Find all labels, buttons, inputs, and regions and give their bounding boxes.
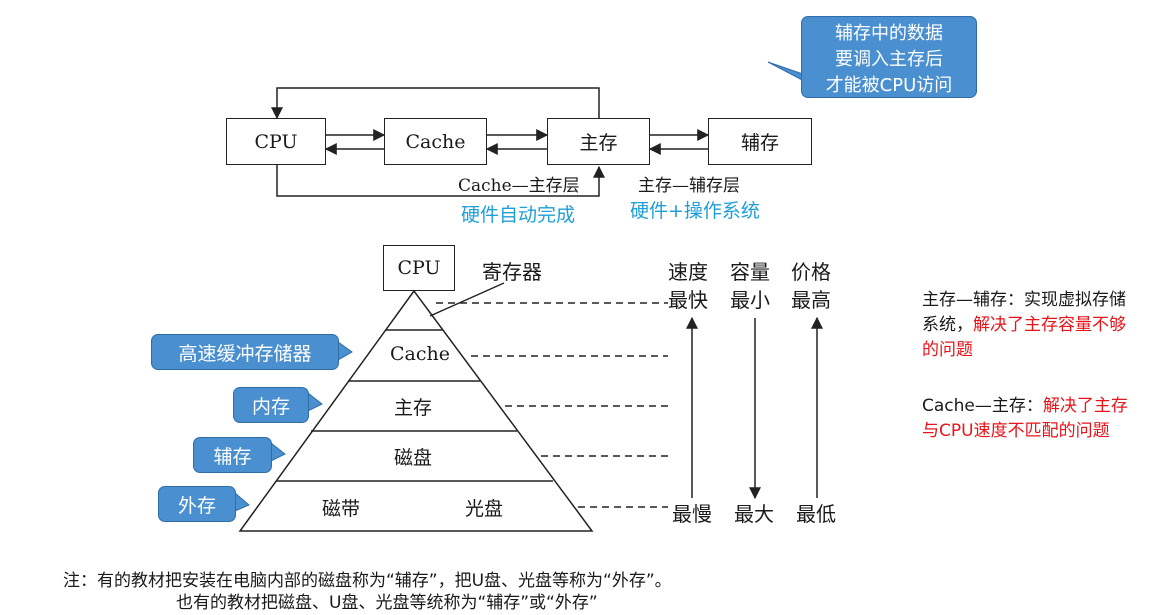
callout-line-3: 才能被CPU访问 — [825, 75, 953, 96]
capacity-header: 容量 最小 — [730, 258, 770, 314]
side-note-1-prefix: 主存—辅存：实现虚拟存储系统， — [922, 290, 1126, 335]
capacity-footer: 最大 — [734, 502, 774, 526]
pyramid-outline — [238, 289, 594, 532]
callout-tail-aux — [270, 441, 286, 462]
capacity-head-2: 最小 — [730, 288, 770, 312]
price-header: 价格 最高 — [791, 258, 831, 314]
callout-line-2: 要调入主存后 — [834, 49, 943, 70]
side-note-main-aux: 主存—辅存：实现虚拟存储系统，解决了主存容量不够的问题 — [922, 288, 1137, 363]
callout-aux-to-main: 辅存中的数据 要调入主存后 才能被CPU访问 — [801, 16, 977, 98]
register-pointer — [429, 282, 505, 317]
label-cache-main-layer: Cache—主存层 — [458, 176, 580, 196]
pyramid-cpu-box: CPU — [383, 245, 455, 291]
price-head-2: 最高 — [791, 288, 831, 312]
speed-footer: 最慢 — [672, 502, 712, 526]
label-main-aux-layer: 主存—辅存层 — [638, 176, 740, 196]
label-hardware-auto: 硬件自动完成 — [461, 204, 576, 226]
layer-cache: Cache — [390, 343, 450, 365]
layer-disk: 磁盘 — [394, 447, 433, 469]
callout-cache-memory: 高速缓冲存储器 — [151, 334, 339, 370]
speed-header: 速度 最快 — [668, 258, 708, 314]
arrow-main-to-cpu-top — [271, 87, 600, 120]
top-box-aux: 辅存 — [708, 118, 812, 165]
callout-internal-memory: 内存 — [233, 387, 309, 423]
footnote-line-2: 也有的教材把磁盘、U盘、光盘等统称为“辅存”或“外存” — [176, 593, 598, 613]
price-head-1: 价格 — [791, 260, 831, 284]
capacity-head-1: 容量 — [730, 260, 770, 284]
side-note-1-highlight: 解决了主存容量不够的问题 — [922, 315, 1126, 360]
label-register: 寄存器 — [482, 260, 542, 284]
arrow-cpu-to-main-bottom — [276, 165, 605, 197]
layer-tape: 磁带 — [322, 498, 361, 520]
footnote-line-1: 注：有的教材把安装在电脑内部的磁盘称为“辅存”，把U盘、光盘等称为“外存”。 — [63, 571, 672, 591]
side-note-cache-main: Cache—主存：解决了主存与CPU速度不匹配的问题 — [922, 394, 1137, 444]
layer-main: 主存 — [394, 397, 433, 419]
speed-head-2: 最快 — [668, 288, 708, 312]
top-box-cpu: CPU — [226, 118, 326, 165]
callout-line-1: 辅存中的数据 — [834, 23, 943, 44]
side-note-2-prefix: Cache—主存： — [922, 396, 1043, 416]
callout-tail-cache — [337, 341, 353, 361]
label-hardware-os: 硬件+操作系统 — [630, 200, 760, 222]
callout-aux-memory: 辅存 — [193, 437, 272, 473]
top-box-main: 主存 — [547, 118, 650, 165]
top-box-cache: Cache — [384, 118, 487, 165]
layer-optical: 光盘 — [465, 498, 504, 520]
speed-head-1: 速度 — [668, 260, 708, 284]
price-footer: 最低 — [796, 502, 836, 526]
side-note-2-highlight: 解决了主存与CPU速度不匹配的问题 — [922, 396, 1128, 441]
callout-tail-external — [234, 491, 250, 512]
callout-external-memory: 外存 — [158, 486, 236, 522]
callout-tail-internal — [307, 391, 323, 412]
